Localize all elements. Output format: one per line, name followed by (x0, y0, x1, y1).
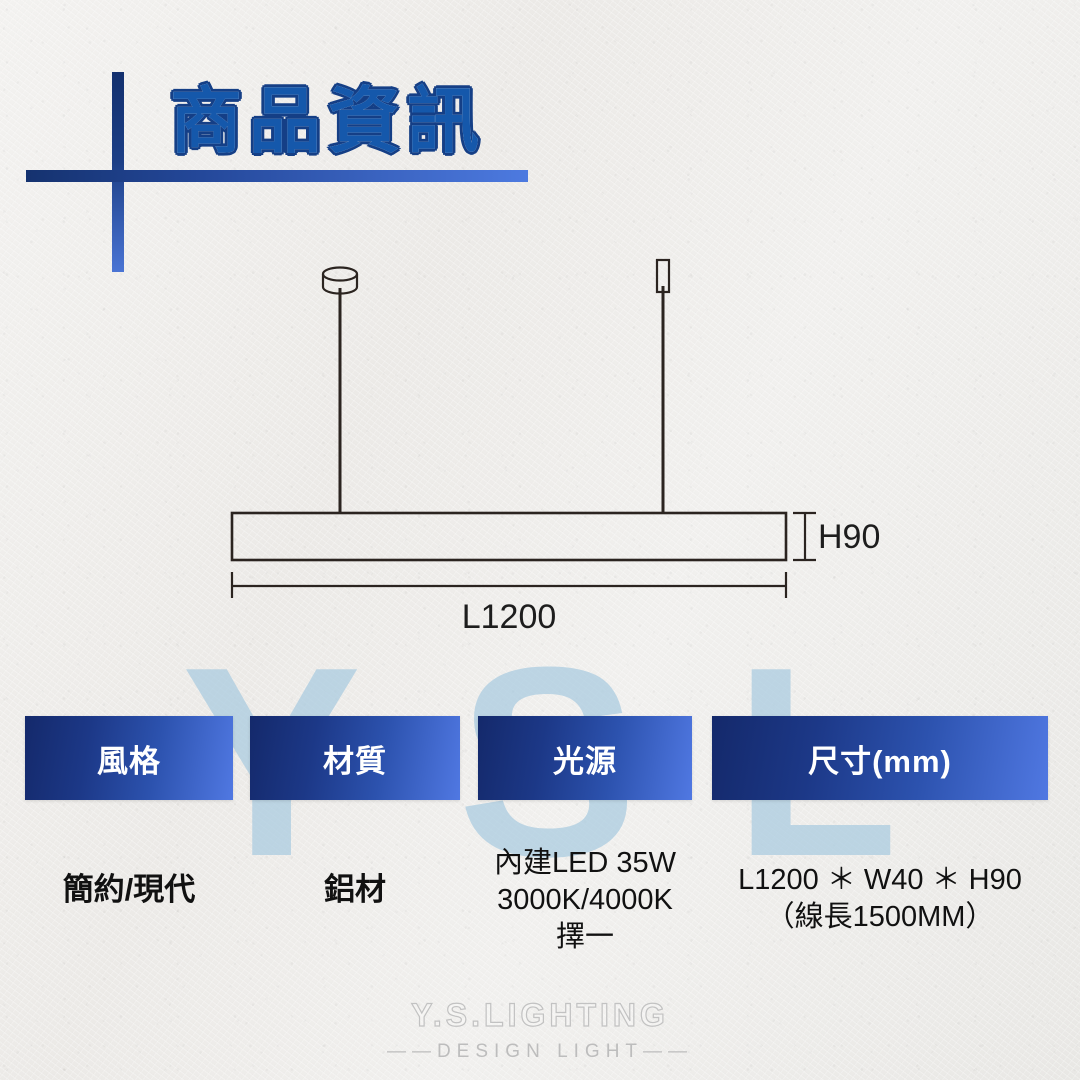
footer-tagline: ——DESIGN LIGHT—— (386, 1041, 694, 1062)
height-dimension-marker (793, 511, 816, 562)
spec-header-style: 風格 (25, 716, 233, 800)
spec-header-row: 風格 材質 光源 尺寸(mm) (0, 716, 1080, 806)
spec-value-material: 鋁材 (250, 870, 460, 910)
spec-header-lightsource: 光源 (478, 716, 692, 800)
product-technical-drawing: H90 L1200 (230, 258, 880, 636)
spec-value-lightsource-line-1: 內建LED 35W (493, 847, 677, 879)
spec-value-lightsource-line-3: 擇一 (555, 921, 614, 954)
spec-value-dimensions-line-1: L1200 ＊ W40 ＊ H90 (738, 864, 1022, 896)
height-dimension-label: H90 (818, 518, 880, 556)
ceiling-cable-cap-icon (655, 258, 671, 294)
ceiling-canopy-cylinder-icon (321, 266, 359, 295)
spec-value-style: 簡約/現代 (25, 870, 233, 910)
footer-logo: Y.S.LIGHTING ——DESIGN LIGHT—— (0, 995, 1080, 1064)
title-cross-horizontal-bar (26, 170, 528, 182)
luminaire-body (230, 511, 788, 562)
footer-brand-name: Y.S.LIGHTING (410, 996, 669, 1033)
spec-value-dimensions-line-2: （線長1500MM） (765, 901, 995, 934)
spec-value-lightsource-line-2: 3000K/4000K (497, 884, 673, 917)
page-title-text: 商品資訊 (169, 81, 487, 164)
spec-value-material-line-1: 鋁材 (324, 872, 386, 907)
spec-header-material: 材質 (250, 716, 460, 800)
length-dimension-label: L1200 (462, 598, 557, 636)
page-title: 商品資訊 (169, 62, 487, 167)
spec-value-dimensions: L1200 ＊ W40 ＊ H90 （線長1500MM） (712, 862, 1048, 936)
spec-value-style-line-1: 簡約/現代 (62, 872, 196, 907)
spec-header-dimensions: 尺寸(mm) (712, 716, 1048, 800)
spec-value-lightsource: 內建LED 35W 3000K/4000K 擇一 (470, 845, 700, 956)
length-dimension-marker (230, 572, 788, 598)
